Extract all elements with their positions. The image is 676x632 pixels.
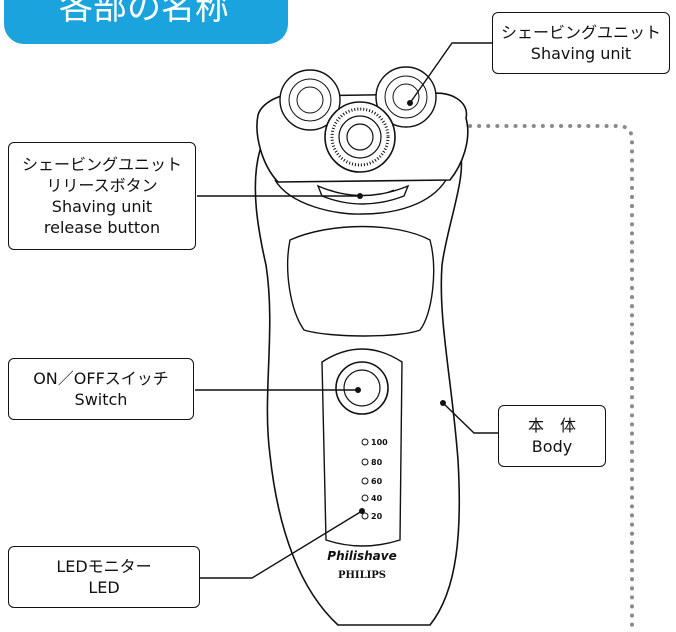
led-label-60: 60 <box>371 477 383 486</box>
leader-lines <box>195 42 498 579</box>
label-switch-ja: ON／OFFスイッチ <box>33 369 169 388</box>
label-shaving-unit-ja: シェービングユニット <box>500 23 661 42</box>
leader-shaving-unit <box>409 42 492 104</box>
dotted-frame <box>468 124 634 632</box>
title-tab <box>4 0 288 44</box>
label-body-en: Body <box>531 437 573 456</box>
label-release-en2: release button <box>43 218 161 237</box>
leader-body <box>442 402 498 434</box>
label-release-ja2: リリースボタン <box>46 176 158 195</box>
label-switch: ON／OFFスイッチ Switch <box>8 358 194 420</box>
label-release-ja1: シェービングユニット <box>21 155 182 174</box>
brand-philips: PHILIPS <box>338 570 386 581</box>
led-label-80: 80 <box>371 458 383 467</box>
shaving-unit-heads <box>279 66 437 173</box>
label-release-button: シェービングユニット リリースボタン Shaving unit release … <box>8 142 196 250</box>
grip-recess <box>287 225 435 337</box>
label-shaving-unit: シェービングユニット Shaving unit <box>492 12 670 74</box>
leader-led <box>200 510 363 579</box>
label-release-en1: Shaving unit <box>51 197 153 216</box>
label-led-ja: LEDモニター <box>56 557 152 576</box>
led-label-20: 20 <box>371 512 383 521</box>
brand-philishave: Philishave <box>327 549 396 563</box>
led-indicators <box>361 438 369 520</box>
label-body: 本 体 Body <box>498 405 606 467</box>
page-title: 各部の名称 <box>59 0 229 28</box>
label-body-ja: 本 体 <box>527 416 576 435</box>
label-switch-en: Switch <box>74 390 128 409</box>
label-shaving-unit-en: Shaving unit <box>530 44 632 63</box>
led-label-100: 100 <box>371 438 388 447</box>
leader-endpoints <box>355 100 446 514</box>
label-led: LEDモニター LED <box>8 546 200 608</box>
release-button <box>316 184 410 205</box>
led-label-40: 40 <box>371 494 383 503</box>
label-led-en: LED <box>88 578 120 597</box>
